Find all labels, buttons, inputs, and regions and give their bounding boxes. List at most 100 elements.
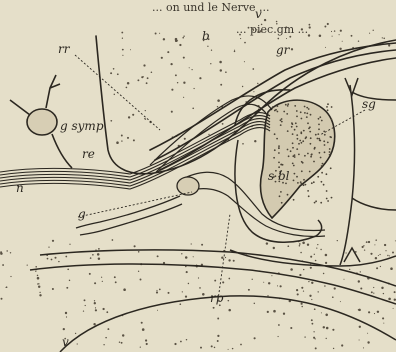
ganglion-cell-dot [292,163,294,165]
stipple-dot [375,239,377,241]
ganglion-cell-dot [326,106,328,108]
ganglion-cell-dot [278,166,280,168]
stipple-dot [309,24,311,26]
stipple-dot [211,345,213,347]
stipple-dot [185,296,187,298]
ganglion-cell-dot [278,152,280,154]
stipple-dot [260,30,262,32]
stipple-dot [242,143,244,145]
stipple-dot [233,260,235,262]
label-n: n [16,181,24,195]
stipple-dot [97,253,100,256]
stipple-dot [159,289,161,291]
ganglion-cell-dot [308,108,310,110]
stipple-dot [208,134,209,135]
stipple-dot [257,31,259,33]
ganglion-cell-dot [313,181,315,183]
stipple-dot [358,280,360,282]
stipple-dot [92,254,94,256]
stipple-dot [66,316,67,317]
ganglion-cell-dot [319,116,321,118]
stipple-dot [276,23,278,25]
stipple-dot [240,38,241,39]
stipple-dot [359,326,361,328]
ganglion-cell-dot [292,133,294,135]
ganglion-cell-dot [306,116,308,118]
stipple-dot [268,282,270,284]
ganglion-cell-dot [287,103,289,105]
stipple-dot [369,33,370,34]
ganglion-cell-dot [300,111,302,113]
sympathetic-trunk-upper [10,100,30,115]
stipple-dot [296,289,298,291]
stipple-dot [371,291,373,293]
stipple-dot [58,261,59,262]
ganglion-cell-dot [317,138,319,140]
stipple-dot [183,82,185,84]
ganglion-cell-dot [281,164,283,166]
label-sg: sg [362,97,376,111]
ganglion-cell-dot [292,123,294,125]
stipple-dot [263,282,264,283]
stipple-dot [217,340,219,342]
ganglion-cell-dot [306,107,308,109]
ganglion-cell-dot [285,104,287,106]
stipple-dot [180,341,182,343]
stipple-dot [307,244,309,246]
stipple-dot [134,245,136,247]
stipple-dot [228,259,230,261]
stipple-dot [287,245,289,247]
stipple-dot [2,264,4,266]
stipple-dot [67,268,69,270]
stipple-dot [37,277,40,280]
ganglion-cell-dot [299,140,301,142]
stipple-dot [373,293,374,294]
stipple-dot [113,68,115,70]
stipple-dot [321,312,322,313]
stipple-dot [387,255,388,256]
stipple-dot [382,317,384,319]
ganglion-cell-dot [278,147,280,149]
stipple-dot [35,271,36,272]
stipple-dot [38,283,39,284]
header-text-line-2: ... piec.gm ... [236,23,308,36]
stipple-dot [383,323,384,324]
stipple-dot [52,240,54,242]
ganglion-cell-dot [287,194,289,196]
stipple-dot [102,281,103,282]
stipple-dot [319,35,322,38]
stipple-dot [138,251,140,253]
ganglion-cell-dot [327,200,329,202]
label-g: g [78,207,86,221]
stipple-dot [225,257,226,258]
stipple-dot [289,36,291,38]
ganglion-cell-dot [314,202,316,204]
stipple-dot [175,38,178,41]
stipple-dot [256,29,257,30]
ganglion-cell-dot [291,126,293,128]
ganglion-cell-dot [313,161,315,163]
ganglion-cell-dot [272,106,274,108]
stipple-dot [94,300,95,301]
ganglion-cell-dot [310,114,312,116]
stipple-dot [271,275,272,276]
stipple-dot [10,276,11,277]
stipple-dot [325,47,326,48]
stipple-dot [66,287,68,289]
stipple-dot [325,254,328,257]
stipple-dot [211,50,212,51]
ganglion-cell-dot [320,157,322,159]
ganglion-cell-dot [307,153,309,155]
stipple-dot [299,245,301,247]
ganglion-cell-dot [277,105,279,107]
ganglion-cell-dot [298,154,300,156]
ganglion-cell-dot [278,145,280,147]
stipple-dot [332,296,334,298]
stipple-dot [254,140,256,142]
ganglion-cell-dot [280,191,282,193]
dorsal-fissure [345,78,358,95]
ganglion-cell-dot [323,184,325,186]
stipple-dot [192,107,194,109]
ganglion-cell-dot [323,140,325,142]
